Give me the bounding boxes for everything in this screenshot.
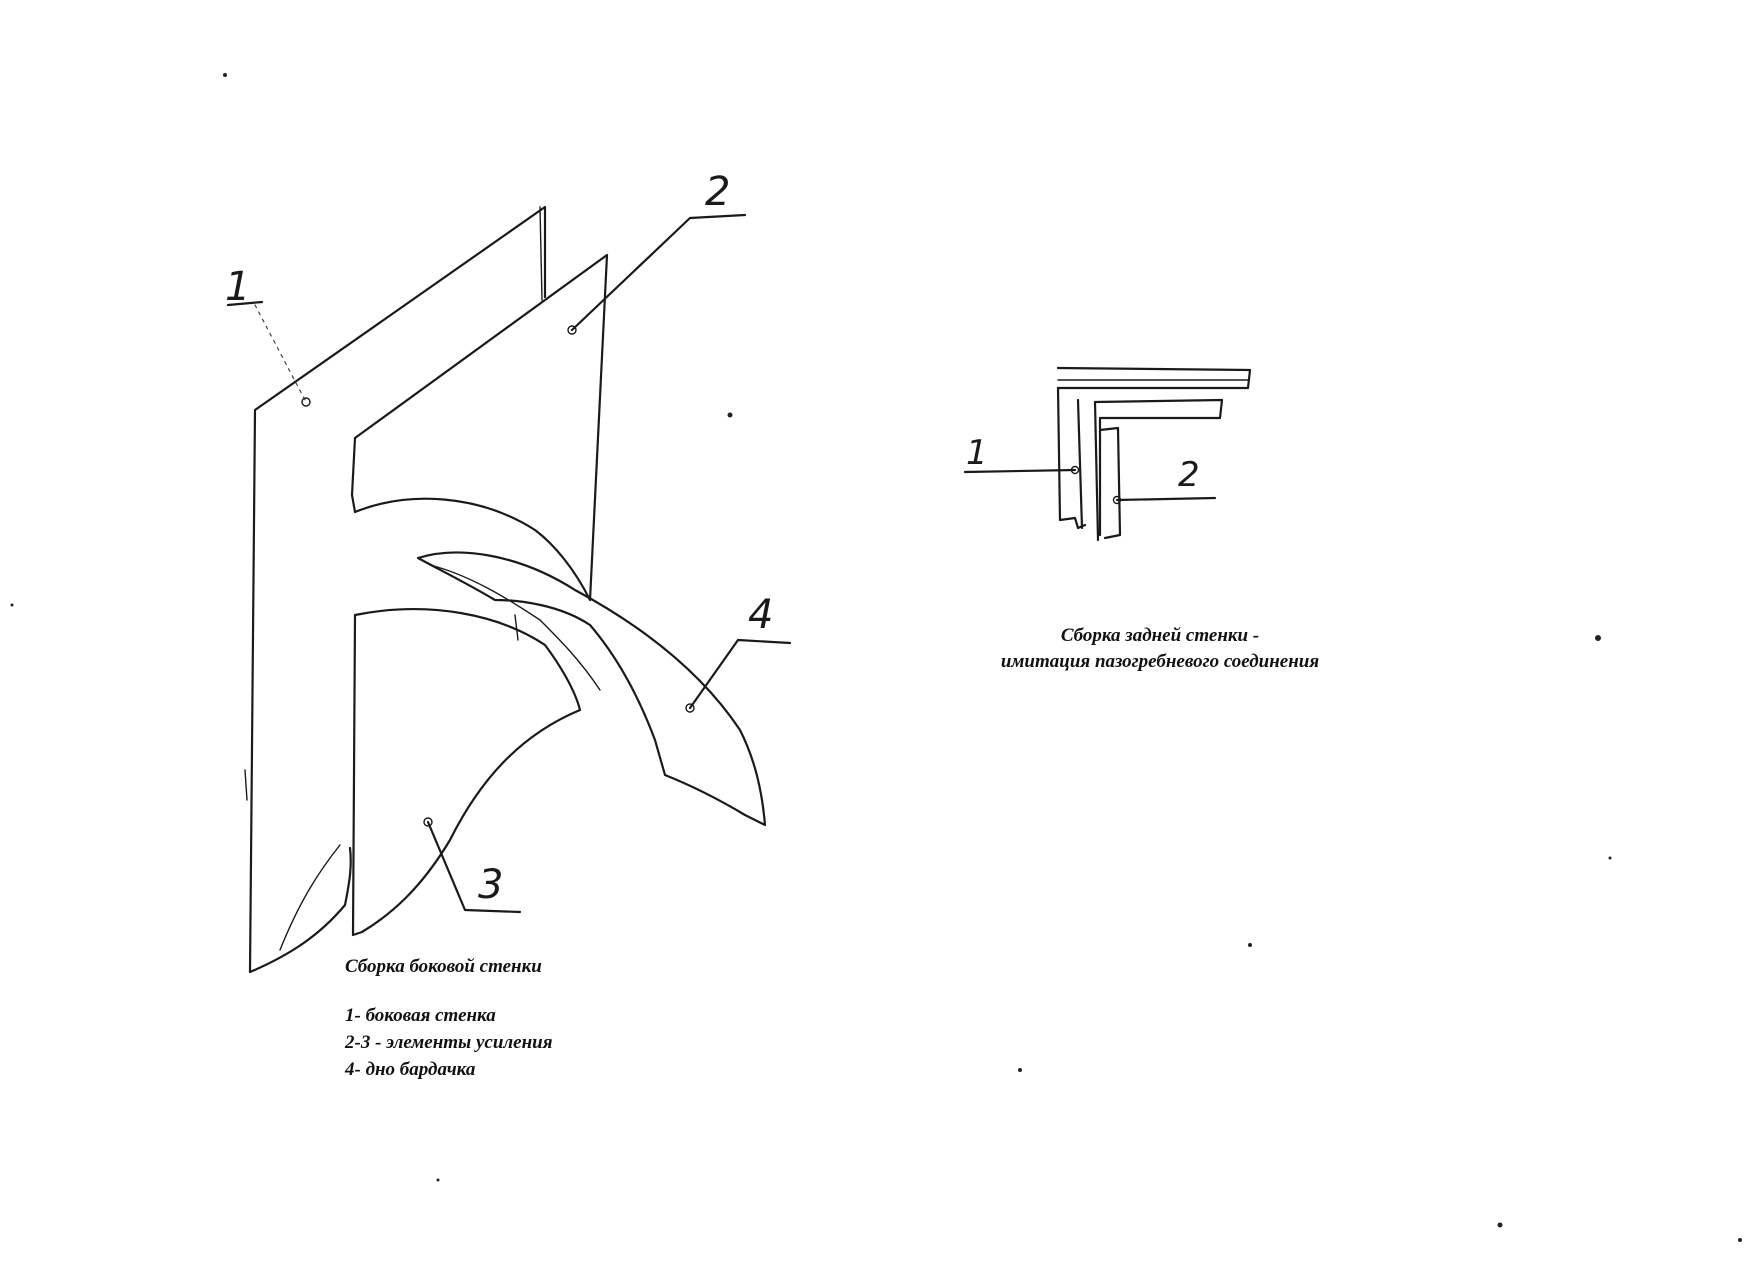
back-wall-title-line1: Сборка задней стенки - — [1060, 625, 1260, 646]
callout-2: 2 — [705, 169, 730, 215]
back-callout-1: 1 — [966, 433, 988, 473]
part-2-reinforcement — [350, 253, 609, 602]
side-wall-diagram: 1 2 3 4 — [225, 169, 792, 974]
back-wall-part-1 — [1056, 386, 1087, 530]
callout-3: 3 — [478, 862, 503, 908]
scan-noise — [10, 73, 1742, 1242]
side-wall-legend-1: 1- боковая стенка — [345, 1005, 496, 1026]
back-wall-top-bar — [1056, 366, 1252, 390]
part-4-glovebox-bottom — [416, 551, 767, 827]
callout-4: 4 — [748, 592, 773, 638]
side-wall-legend-3: 4- дно бардачка — [345, 1059, 476, 1080]
part-3-reinforcement — [351, 608, 582, 937]
back-wall-diagram: 1 2 — [963, 366, 1252, 542]
part-1-side-wall — [248, 205, 547, 974]
back-wall-part-2 — [1093, 398, 1224, 542]
side-wall-title: Сборка боковой стенки — [345, 956, 542, 977]
back-callout-2: 2 — [1178, 455, 1200, 495]
back-wall-title-line2: имитация пазогребневого соединения — [1000, 651, 1320, 672]
side-wall-legend-2: 2-3 - элементы усиления — [345, 1032, 553, 1053]
